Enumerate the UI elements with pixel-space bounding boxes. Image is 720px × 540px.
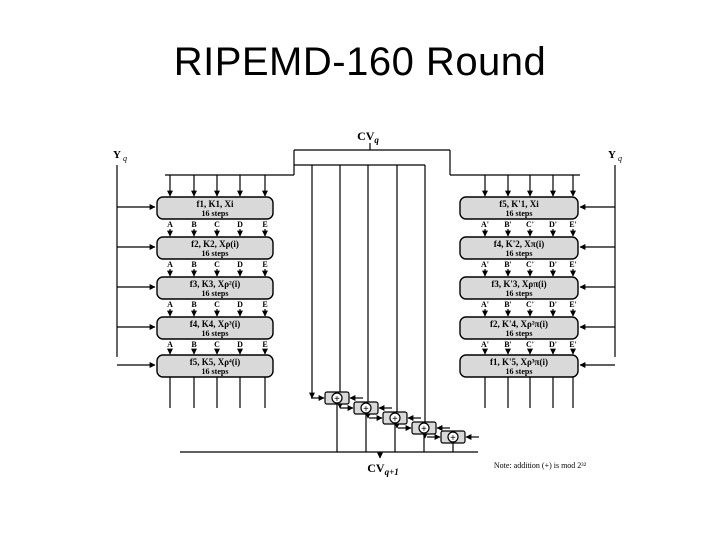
- left-step-box-4: [156, 316, 274, 340]
- left-reg-4-D: D: [237, 340, 243, 349]
- left-step-box-5: [156, 354, 274, 378]
- right-reg-1-D': D': [549, 220, 557, 229]
- adder-circle-5: [447, 431, 459, 443]
- right-step-sub-2: 16 steps: [506, 249, 533, 258]
- left-reg-3-A: A: [167, 300, 173, 309]
- right-reg-4-B': B': [504, 340, 512, 349]
- left-reg-1-C: C: [214, 220, 220, 229]
- adder-symbol-5: +: [450, 433, 456, 444]
- right-step-box-2: [459, 236, 579, 260]
- left-step-sub-1: 16 steps: [202, 209, 229, 218]
- adder-symbol-2: +: [363, 404, 369, 415]
- right-step-fn-4: f2, K'4, Xρ²π(i): [490, 319, 548, 329]
- left-step-sub-4: 16 steps: [202, 329, 229, 338]
- right-reg-4-C': C': [526, 340, 534, 349]
- right-reg-2-A': A': [481, 260, 489, 269]
- right-step-fn-1: f5, K'1, Xi: [499, 199, 539, 209]
- adder-symbol-1: +: [334, 394, 340, 405]
- left-reg-1-D: D: [237, 220, 243, 229]
- right-step-box-4: [459, 316, 579, 340]
- cv-q1-label: CVq+1: [367, 461, 398, 477]
- left-reg-2-C: C: [214, 260, 220, 269]
- slide-title: RIPEMD-160 Round: [173, 40, 547, 84]
- right-step-sub-5: 16 steps: [506, 367, 533, 376]
- left-reg-3-D: D: [237, 300, 243, 309]
- left-step-fn-2: f2, K2, Xρ(i): [191, 239, 239, 249]
- left-reg-1-E: E: [262, 220, 267, 229]
- right-reg-1-C': C': [526, 220, 534, 229]
- left-reg-3-C: C: [214, 300, 220, 309]
- y-input-left-sub: q: [123, 154, 127, 163]
- right-step-fn-3: f3, K'3, Xρπ(i): [491, 279, 546, 289]
- left-step-fn-4: f4, K4, Xρ³(i): [190, 319, 241, 329]
- left-reg-3-E: E: [262, 300, 267, 309]
- left-step-fn-1: f1, K1, Xi: [197, 199, 234, 209]
- right-step-sub-4: 16 steps: [506, 329, 533, 338]
- left-reg-1-B: B: [191, 220, 197, 229]
- left-step-fn-5: f5, K5, Xρ⁴(i): [190, 357, 241, 367]
- left-reg-4-B: B: [191, 340, 197, 349]
- left-reg-4-C: C: [214, 340, 220, 349]
- left-step-sub-3: 16 steps: [202, 289, 229, 298]
- right-reg-3-B': B': [504, 300, 512, 309]
- adder-circle-2: [360, 402, 372, 414]
- left-step-sub-2: 16 steps: [202, 249, 229, 258]
- adder-symbol-4: +: [421, 424, 427, 435]
- left-step-box-1: [156, 196, 274, 220]
- adder-circle-1: [331, 392, 343, 404]
- right-reg-1-A': A': [481, 220, 489, 229]
- right-step-box-1: [459, 196, 579, 220]
- left-reg-1-A: A: [167, 220, 173, 229]
- cv-q-label: CVq: [357, 129, 379, 145]
- right-step-sub-1: 16 steps: [506, 209, 533, 218]
- right-reg-4-D': D': [549, 340, 557, 349]
- y-input-right-sub: q: [618, 154, 622, 163]
- y-input-left-label: Y: [113, 149, 121, 161]
- left-step-box-3: [156, 276, 274, 300]
- right-reg-2-E': E': [569, 260, 577, 269]
- left-reg-2-D: D: [237, 260, 243, 269]
- right-reg-2-C': C': [526, 260, 534, 269]
- right-step-fn-2: f4, K'2, Xπ(i): [494, 239, 544, 249]
- left-step-sub-5: 16 steps: [202, 367, 229, 376]
- left-reg-4-E: E: [262, 340, 267, 349]
- right-reg-1-E': E': [569, 220, 577, 229]
- right-reg-3-D': D': [549, 300, 557, 309]
- right-reg-4-A': A': [481, 340, 489, 349]
- adder-symbol-3: +: [392, 414, 398, 425]
- right-reg-3-C': C': [526, 300, 534, 309]
- left-step-fn-3: f3, K3, Xρ²(i): [190, 279, 241, 289]
- y-input-right-label: Y: [608, 149, 616, 161]
- right-reg-2-B': B': [504, 260, 512, 269]
- right-reg-4-E': E': [569, 340, 577, 349]
- right-step-sub-3: 16 steps: [506, 289, 533, 298]
- mod-note: Note: addition (+) is mod 2³²: [494, 461, 587, 470]
- right-reg-3-E': E': [569, 300, 577, 309]
- left-reg-2-E: E: [262, 260, 267, 269]
- right-reg-2-D': D': [549, 260, 557, 269]
- adder-circle-3: [389, 412, 401, 424]
- left-reg-3-B: B: [191, 300, 197, 309]
- right-step-box-3: [459, 276, 579, 300]
- right-reg-3-A': A': [481, 300, 489, 309]
- left-reg-2-A: A: [167, 260, 173, 269]
- right-step-box-5: [459, 354, 579, 378]
- left-step-box-2: [156, 236, 274, 260]
- left-reg-4-A: A: [167, 340, 173, 349]
- right-reg-1-B': B': [504, 220, 512, 229]
- right-step-fn-5: f1, K'5, Xρ³π(i): [490, 357, 548, 367]
- left-reg-2-B: B: [191, 260, 197, 269]
- adder-circle-4: [418, 422, 430, 434]
